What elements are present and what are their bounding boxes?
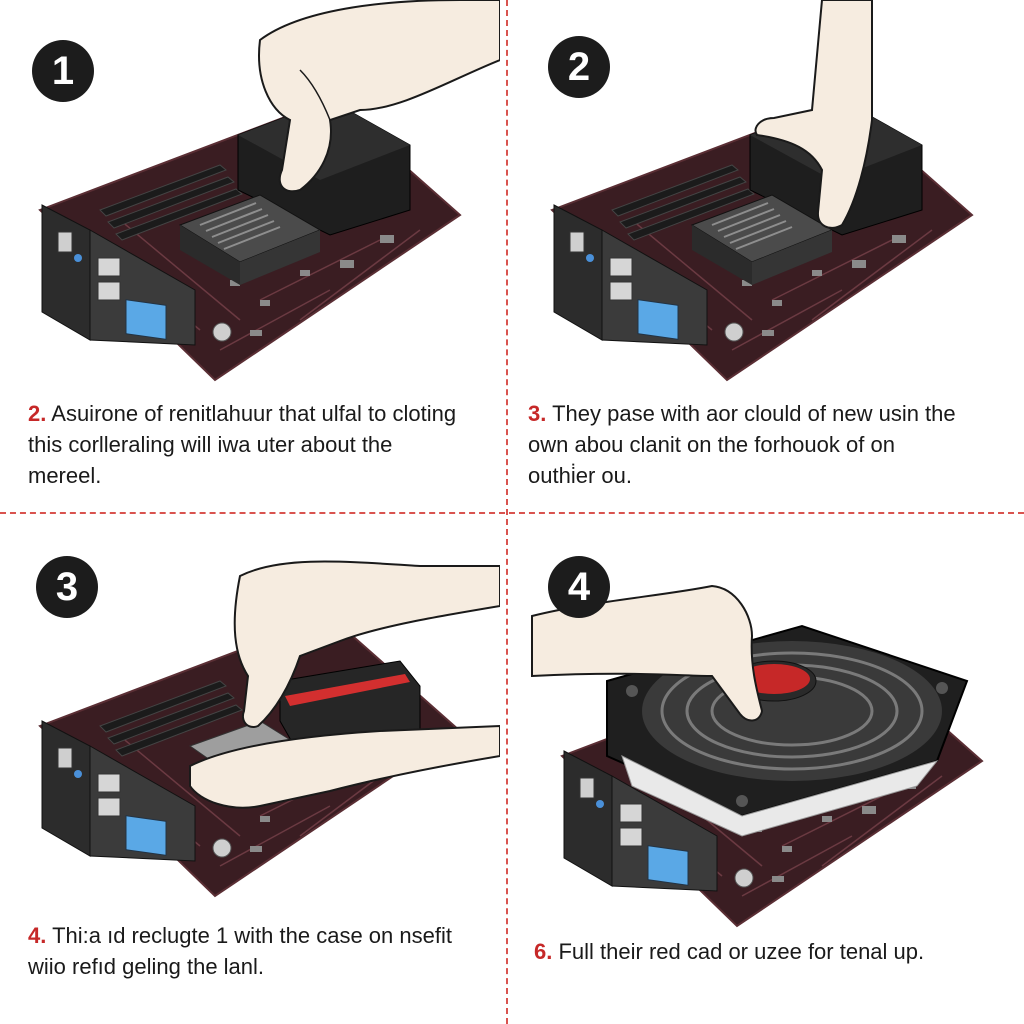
step-badge-3: 3 <box>36 556 98 618</box>
step-badge-1: 1 <box>32 40 94 102</box>
caption-number: 2. <box>28 401 47 426</box>
caption-number: 3. <box>528 401 547 426</box>
step-panel-3: 3 4. Thi:a ıd reclugte 1 with the case o… <box>0 516 500 1016</box>
caption-text: Asuirone of renitlahuur that ulfal to cl… <box>28 401 457 488</box>
caption-text: Thi:a ıd reclugte 1 with the case on nse… <box>28 923 452 979</box>
cpu-fan-illustration <box>531 584 983 927</box>
motherboard-illustration <box>551 0 973 381</box>
caption-number: 4. <box>28 923 47 948</box>
step-caption-2: 3. They pase with aor clould of new usin… <box>528 398 1008 491</box>
step-badge-4: 4 <box>548 556 610 618</box>
caption-text: They pase with aor clould of new usin th… <box>528 401 956 488</box>
caption-text: Full their red cad or uzee for tenal up. <box>558 939 925 964</box>
step-panel-1: 1 2. Asuirone of renitlahuur that ulfal … <box>0 0 500 500</box>
horizontal-divider <box>0 512 1024 514</box>
thermal-pad-illustration <box>39 560 500 897</box>
step-caption-4: 6. Full their red cad or uzee for tenal … <box>534 936 1004 967</box>
step-caption-3: 4. Thi:a ıd reclugte 1 with the case on … <box>28 920 498 982</box>
step-panel-4: 4 6. Full their red cad or uzee for tena… <box>512 516 1012 1016</box>
step-panel-2: 2 3. They pase with aor clould of new us… <box>512 0 1012 500</box>
step-badge-2: 2 <box>548 36 610 98</box>
caption-number: 6. <box>534 939 553 964</box>
step-caption-1: 2. Asuirone of renitlahuur that ulfal to… <box>28 398 498 491</box>
